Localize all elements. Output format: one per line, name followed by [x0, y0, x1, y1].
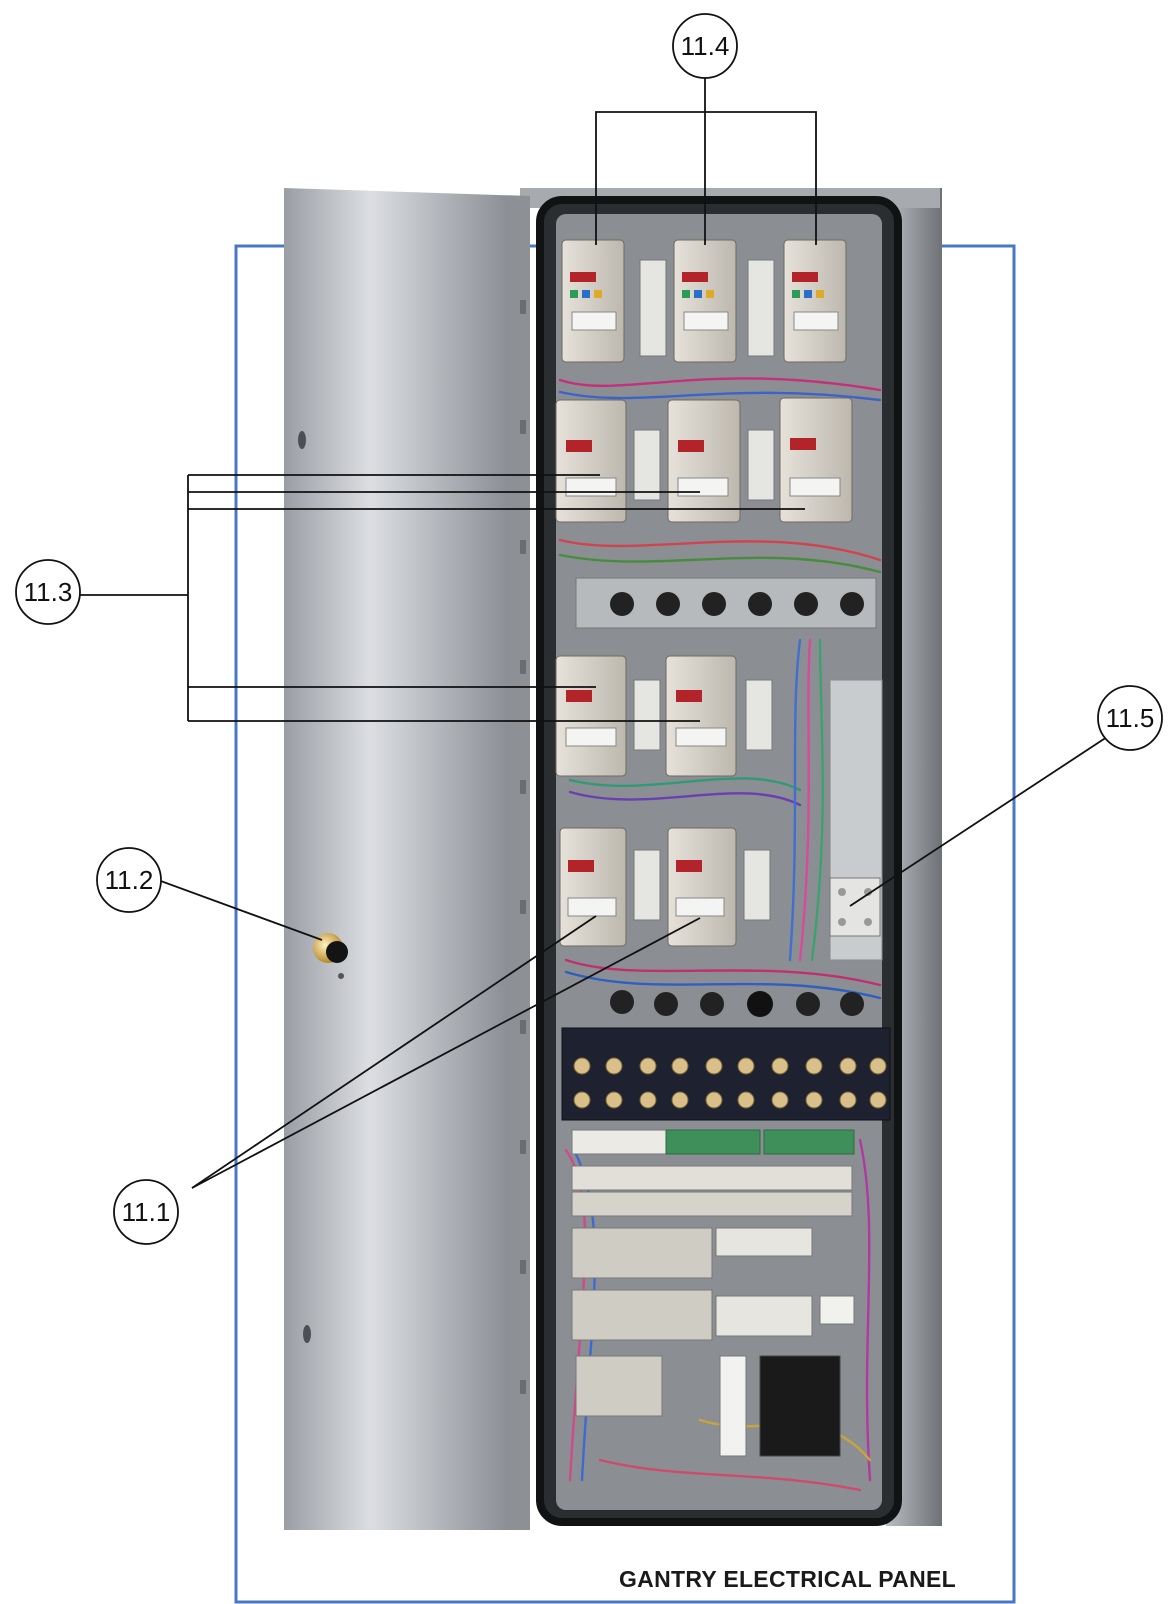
drive-row-top	[561, 239, 847, 363]
drive-fourth-left	[559, 827, 627, 947]
leader-lines	[80, 72, 1111, 1189]
junction-box	[829, 877, 881, 937]
drive-second-center	[667, 399, 741, 523]
callout-11-3-label: 11.3	[24, 577, 73, 607]
drive-fourth-right	[667, 827, 737, 947]
breaker-top-2	[747, 259, 775, 357]
breaker-top-1	[639, 259, 667, 357]
drive-top-left	[561, 239, 625, 363]
panel-title: GANTRY ELECTRICAL PANEL	[618, 1566, 956, 1592]
callout-11-2: 11.2	[96, 847, 162, 913]
callout-11-3: 11.3	[15, 559, 81, 625]
breaker-third-2	[745, 679, 773, 751]
drive-second-left	[555, 399, 627, 523]
callout-11-2-label: 11.2	[105, 865, 154, 895]
gland-plate-lower	[610, 990, 864, 1017]
callout-11-1-label: 11.1	[122, 1197, 171, 1227]
drive-row-second	[555, 397, 853, 523]
callout-11-5: 11.5	[1097, 685, 1163, 751]
drive-second-right	[779, 397, 853, 523]
cabinet-door	[284, 188, 530, 1530]
breaker-fourth-2	[743, 849, 771, 921]
drive-row-fourth	[559, 827, 771, 947]
drive-row-third	[555, 655, 773, 777]
callout-11-4: 11.4	[672, 13, 738, 79]
gland-plate-upper	[575, 577, 877, 629]
callout-11-1: 11.1	[113, 1179, 179, 1245]
potentiometer-panel	[561, 1027, 891, 1121]
drive-top-center	[673, 239, 737, 363]
callout-11-5-label: 11.5	[1106, 703, 1155, 733]
breaker-second-1	[633, 429, 661, 501]
callout-11-4-label: 11.4	[681, 31, 730, 61]
door-lock-knob	[313, 933, 348, 979]
drive-third-left	[555, 655, 627, 777]
breaker-fourth-1	[633, 849, 661, 921]
breaker-third-1	[633, 679, 661, 751]
io-modules	[571, 1129, 855, 1457]
drive-third-right	[665, 655, 737, 777]
breaker-second-2	[747, 429, 775, 501]
drive-top-right	[783, 239, 847, 363]
